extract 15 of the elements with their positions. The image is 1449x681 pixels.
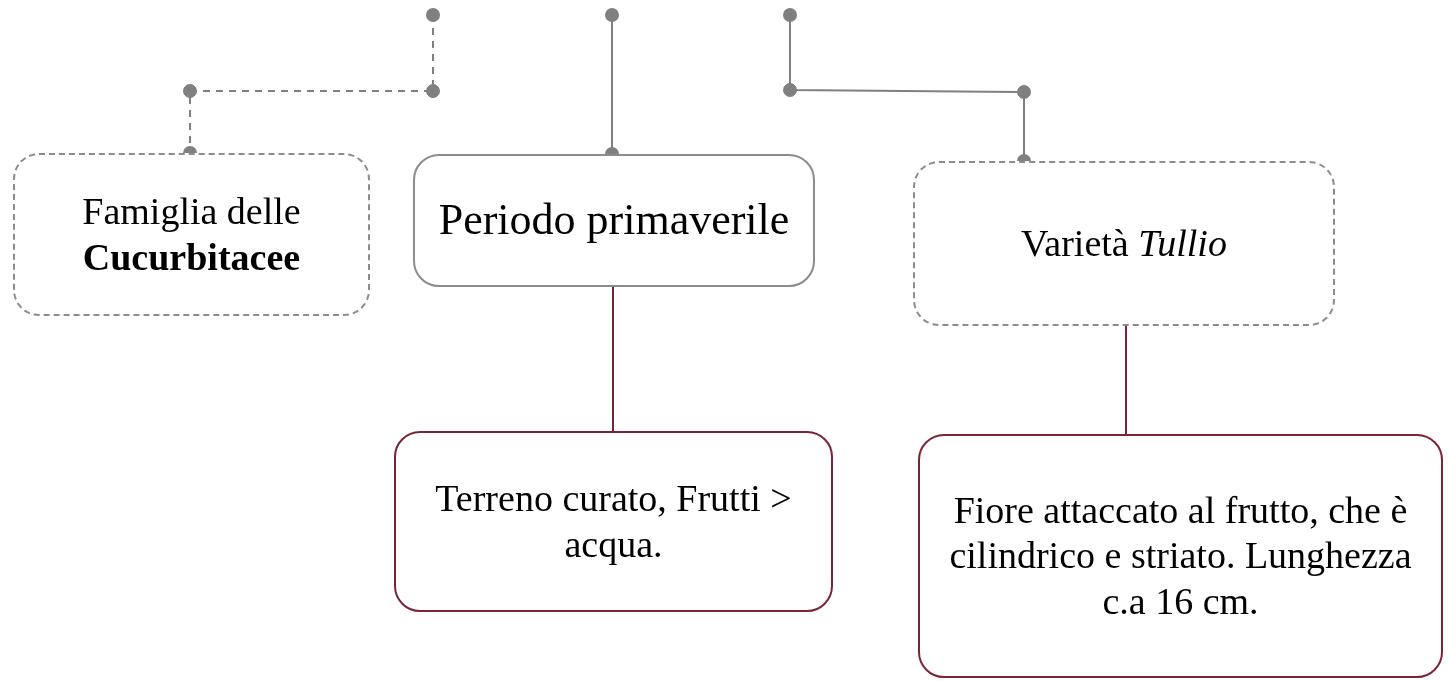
connector-line	[183, 8, 440, 154]
node-label: Terreno curato, Frutti > acqua.	[434, 475, 793, 567]
connector-line	[612, 286, 614, 432]
node-label: Periodo primaverile	[438, 194, 790, 247]
connector-line	[605, 8, 619, 155]
rounded-box	[918, 434, 1443, 678]
rounded-box	[413, 154, 815, 287]
node-label: Fiore attaccato al frutto, che è cilindrico e striato. Lunghezza c.a 16 cm.	[948, 487, 1413, 624]
dashed-box	[13, 153, 370, 316]
node-label: Famiglia delle Cucurbitacee	[81, 188, 302, 280]
dashed-box	[913, 161, 1335, 326]
rounded-box	[394, 431, 833, 612]
connector-line	[783, 8, 1031, 162]
node-label: Varietà Tullio	[1021, 220, 1227, 266]
connector-line	[1125, 325, 1127, 435]
